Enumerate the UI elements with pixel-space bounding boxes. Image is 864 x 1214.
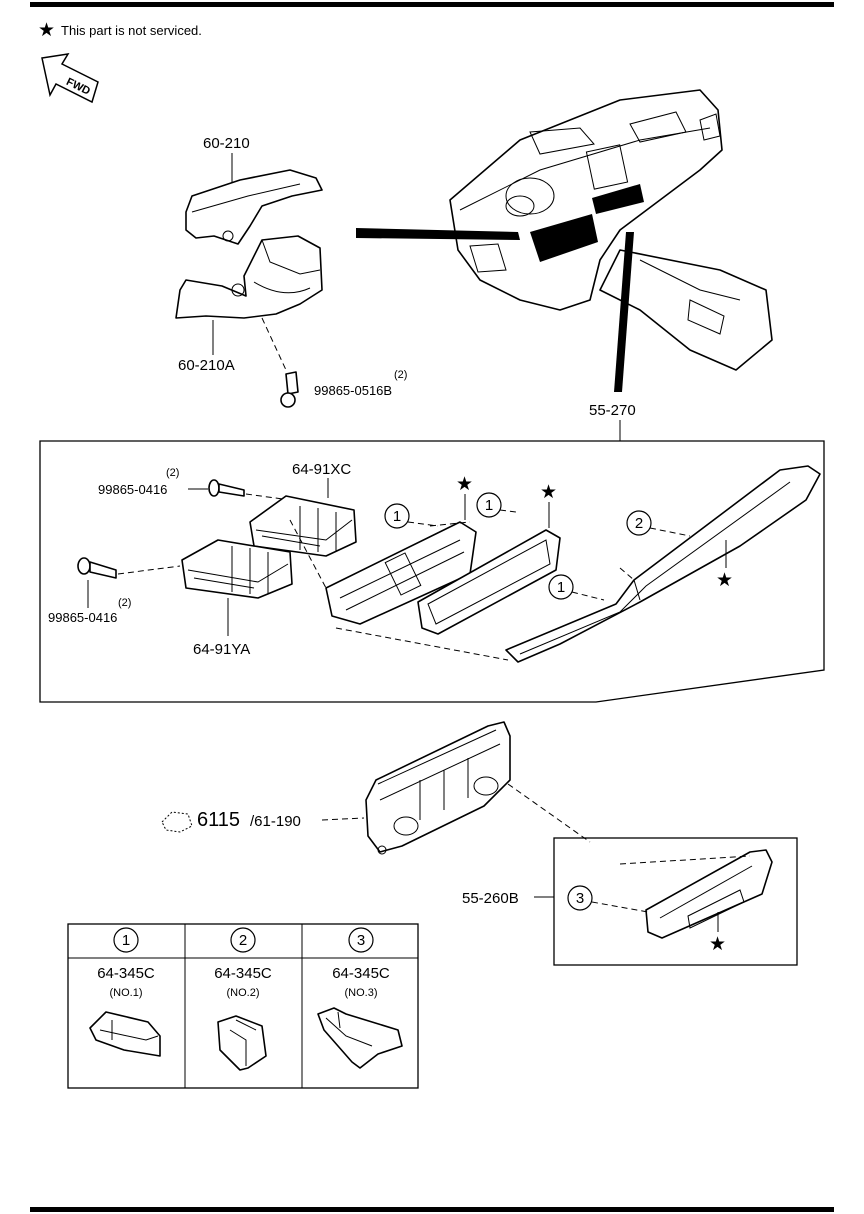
label-61-190: /61-190 xyxy=(250,813,301,830)
qty-99865-0516b: (2) xyxy=(394,369,407,381)
callout-1-b xyxy=(476,492,502,518)
callout-3 xyxy=(567,885,593,911)
clip-col-3-note: (NO.3) xyxy=(345,987,378,999)
vent-right-64-91xc xyxy=(249,495,357,557)
clip-col-2-part: 64-345C xyxy=(214,965,272,982)
steering-column-cover-upper xyxy=(185,169,323,245)
label-99865-0516b: 99865-0516B xyxy=(314,383,392,398)
clip-col-1-index: 1 xyxy=(122,932,130,949)
clip-col-2-note: (NO.2) xyxy=(227,987,260,999)
label-64-91ya: 64-91YA xyxy=(193,641,250,658)
dashboard-trim-panel xyxy=(505,465,821,663)
callout-beam-panel xyxy=(614,232,634,392)
label-55-270: 55-270 xyxy=(589,402,636,419)
dashboard-overview-illustration xyxy=(449,89,773,371)
clip-no2-illustration xyxy=(217,1015,267,1071)
label-60-210: 60-210 xyxy=(203,135,250,152)
fwd-arrow-icon: FWD xyxy=(41,53,99,104)
assembly-box xyxy=(39,440,825,703)
clip-no3-illustration xyxy=(317,1007,403,1069)
clip-col-1-note: (NO.1) xyxy=(110,987,143,999)
bottom-rule xyxy=(30,1207,834,1212)
star-icon-bracket: ★ xyxy=(456,473,473,495)
bezel-box xyxy=(553,837,798,966)
callout-2 xyxy=(626,510,652,536)
screw-icon-vent-upper xyxy=(208,479,245,497)
notice-text: This part is not serviced. xyxy=(61,23,202,38)
star-icon-bezel: ★ xyxy=(709,933,726,955)
callout-1-b-label: 1 xyxy=(485,497,493,514)
qty-vent-screw-upper: (2) xyxy=(166,467,179,479)
clip-col-3-circle xyxy=(348,927,374,953)
clip-col-2-circle xyxy=(230,927,256,953)
label-60-210a: 60-210A xyxy=(178,357,235,374)
callout-1-c-label: 1 xyxy=(557,579,565,596)
clip-no1-illustration xyxy=(89,1011,161,1057)
star-icon-frame: ★ xyxy=(540,481,557,503)
callout-beam-column xyxy=(356,228,520,240)
clip-table: 1 64-345C (NO.1) 2 64-345C (NO.2) 3 64-3… xyxy=(67,923,419,1089)
control-panel-bezel xyxy=(645,849,773,939)
clip-col-3-index: 3 xyxy=(357,932,365,949)
vent-trim-frame xyxy=(417,529,561,635)
label-vent-screw-lower: 99865-0416 xyxy=(48,610,117,625)
clip-col-1-circle xyxy=(113,927,139,953)
callout-1-c xyxy=(548,574,574,600)
top-rule xyxy=(30,2,834,7)
qty-vent-screw-lower: (2) xyxy=(118,597,131,609)
callout-2-label: 2 xyxy=(635,515,643,532)
label-64-91xc: 64-91XC xyxy=(292,461,351,478)
label-6115: 6115 xyxy=(197,809,240,831)
screw-icon-99865-0516b xyxy=(280,371,299,408)
notice-star-icon: ★ xyxy=(38,19,55,41)
label-55-260b: 55-260B xyxy=(462,890,519,907)
clip-col-3-part: 64-345C xyxy=(332,965,390,982)
callout-1-a-label: 1 xyxy=(393,508,401,525)
reference-icon xyxy=(161,811,193,833)
star-icon-panel: ★ xyxy=(716,569,733,591)
vent-left-64-91ya xyxy=(181,539,293,599)
climate-control-unit xyxy=(365,721,511,855)
callout-3-label: 3 xyxy=(576,890,584,907)
label-vent-screw-upper: 99865-0416 xyxy=(98,482,167,497)
steering-column-cover-lower xyxy=(175,235,323,319)
screw-icon-vent-lower xyxy=(77,557,117,579)
clip-col-1-part: 64-345C xyxy=(97,965,155,982)
clip-col-2-index: 2 xyxy=(239,932,247,949)
callout-1-a xyxy=(384,503,410,529)
